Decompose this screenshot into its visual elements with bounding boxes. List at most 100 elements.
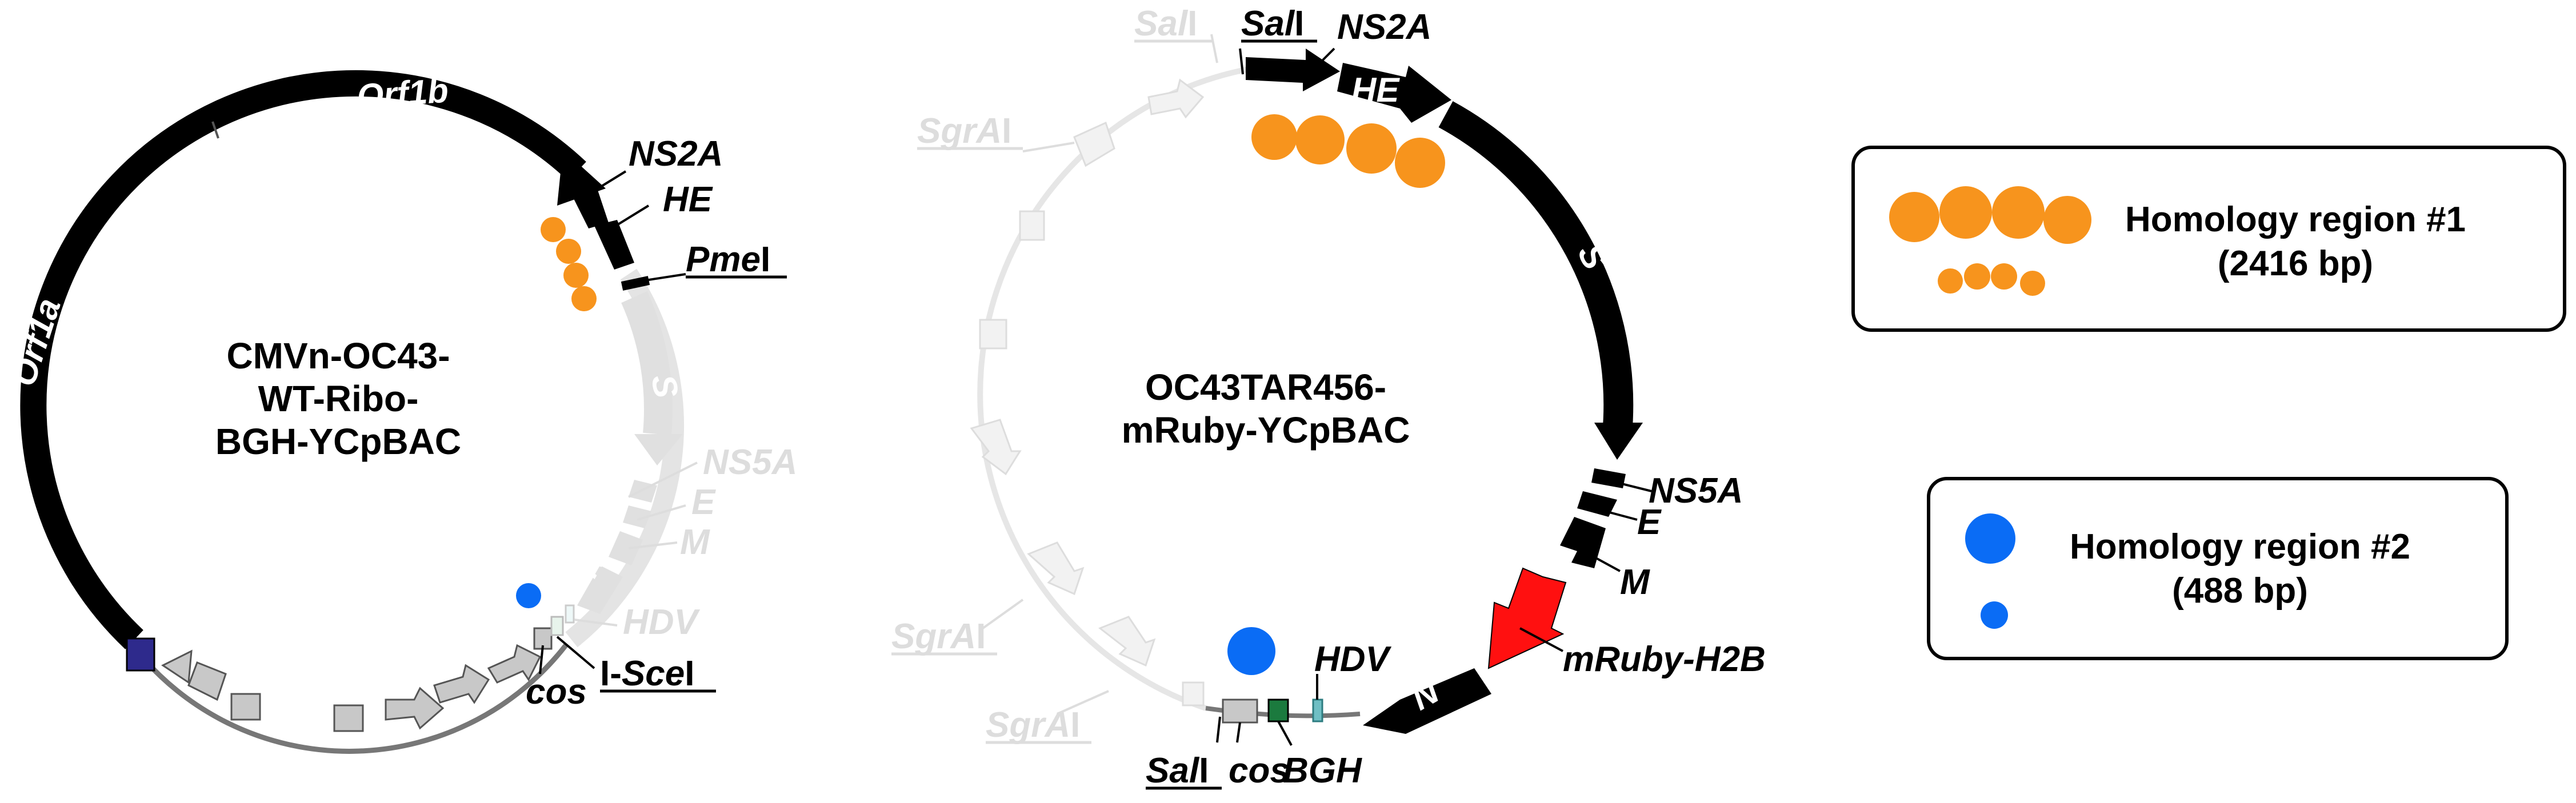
he-feature bbox=[1337, 63, 1451, 123]
cos-site-box bbox=[533, 627, 553, 650]
homology1-dot bbox=[1346, 123, 1397, 174]
legend-region-2-size: (488 bp) bbox=[2172, 571, 2308, 611]
legend-small-orange-dot bbox=[2020, 271, 2045, 296]
legend-region-1-size: (2416 bp) bbox=[2218, 244, 2373, 283]
backbone-arrow-1 bbox=[161, 649, 193, 684]
plasmid-1-name-line-2: WT-Ribo- bbox=[258, 378, 419, 419]
cos-site-box bbox=[1222, 698, 1258, 724]
sgrai2-label: SgrAI bbox=[891, 617, 986, 656]
sali-top-faint-leader bbox=[1210, 34, 1218, 63]
sali-top-leader bbox=[1239, 48, 1244, 75]
pmei-site-marker bbox=[621, 276, 650, 291]
scei-label-prefix: I- bbox=[600, 654, 622, 693]
legend-small-orange-dot bbox=[1991, 263, 2017, 290]
pmei-label: PmeI bbox=[686, 240, 770, 279]
faint-feature-2 bbox=[1073, 121, 1115, 167]
sali-top-italic: Sal bbox=[1241, 4, 1295, 43]
legend-small-orange-dot bbox=[1938, 268, 1963, 294]
backbone-feature-3 bbox=[230, 693, 261, 721]
he-label: HE bbox=[663, 180, 713, 219]
scei-leader bbox=[556, 636, 595, 669]
backbone-arrow-7 bbox=[487, 644, 542, 684]
sali-top-faint-italic: Sal bbox=[1134, 4, 1189, 43]
sgrai3-italic: SgrA bbox=[986, 705, 1070, 745]
faint-feature-7 bbox=[1098, 616, 1156, 667]
bgh-label: BGH bbox=[1283, 751, 1362, 790]
orf1b-label: Orf1b bbox=[355, 71, 449, 115]
backbone-feature-4 bbox=[333, 704, 364, 732]
mruby-leader bbox=[1519, 627, 1563, 652]
ns5a-label-faint: NS5A bbox=[703, 443, 797, 482]
legend-small-blue-dot bbox=[1981, 601, 2008, 629]
hdv-box-faint bbox=[565, 604, 575, 624]
homology2-dot bbox=[516, 583, 541, 608]
pmei-leader bbox=[648, 273, 686, 281]
ns2a-feature bbox=[1246, 49, 1340, 91]
plasmid-1-name-line-3: BGH-YCpBAC bbox=[215, 421, 461, 462]
ns5a-leader bbox=[1594, 476, 1652, 492]
sgrai2-roman: I bbox=[976, 617, 986, 656]
he-leader bbox=[610, 204, 650, 230]
s-feature-faint bbox=[621, 291, 673, 436]
sali-bottom-leader bbox=[1216, 716, 1221, 743]
n-feature bbox=[1363, 668, 1491, 734]
m-leader-faint bbox=[628, 541, 678, 549]
scei-label-italic: Sce bbox=[622, 654, 685, 693]
homology1-dot bbox=[556, 239, 581, 264]
legend-large-orange-dot bbox=[1939, 186, 1992, 239]
legend-small-orange-dot bbox=[1964, 263, 1990, 290]
n-feature-faint bbox=[577, 565, 623, 614]
homology1-dot bbox=[563, 263, 589, 288]
ns5a-feature-faint bbox=[629, 480, 657, 503]
sgrai3-roman: I bbox=[1070, 705, 1080, 745]
ns2a-label: NS2A bbox=[1337, 7, 1431, 47]
ns2a-leader bbox=[1319, 47, 1335, 64]
orf1a-label: Orf1a bbox=[4, 294, 68, 391]
m-feature-faint bbox=[609, 531, 643, 565]
scei-label: I-SceI bbox=[600, 654, 694, 693]
cos-leader bbox=[1236, 722, 1241, 743]
bgh-box bbox=[1267, 698, 1289, 722]
sali-top-roman: I bbox=[1294, 4, 1304, 43]
faint-feature-1 bbox=[1147, 78, 1205, 119]
sgrai1-roman: I bbox=[1002, 111, 1011, 151]
e-leader-faint bbox=[637, 504, 686, 521]
bgh-box-faint bbox=[550, 616, 564, 636]
pmei-label-roman: I bbox=[761, 240, 770, 279]
cmv-promoter-box bbox=[126, 637, 155, 672]
m-label-faint: M bbox=[680, 523, 710, 562]
faint-feature-4 bbox=[979, 319, 1007, 350]
m-leader bbox=[1588, 553, 1621, 572]
sali-bottom-roman: I bbox=[1199, 751, 1209, 790]
sgrai1-label: SgrAI bbox=[917, 111, 1011, 151]
backbone-arrow-6 bbox=[433, 664, 490, 704]
sgrai2-italic: SgrA bbox=[891, 617, 976, 656]
legend-large-orange-dot bbox=[1992, 186, 2045, 239]
s-arrowhead bbox=[1594, 423, 1643, 460]
e-label-faint: E bbox=[691, 483, 716, 522]
cos-label: cos bbox=[526, 672, 587, 712]
plasmid-1-backbone bbox=[135, 644, 568, 754]
homology1-dot bbox=[1251, 114, 1297, 160]
sali-top-faint-label: SalI bbox=[1134, 4, 1197, 43]
orf1a-orf1b-arc bbox=[20, 70, 586, 649]
he-feature bbox=[594, 220, 634, 270]
e-leader bbox=[1594, 507, 1638, 521]
sgrai2-leader bbox=[982, 599, 1024, 629]
orf1a-orf1b-divider bbox=[211, 121, 219, 139]
faint-feature-5 bbox=[970, 419, 1022, 476]
hdv-box bbox=[1312, 698, 1323, 722]
legend-box-region-2 bbox=[1927, 477, 2509, 660]
homology1-dot bbox=[1395, 138, 1445, 188]
he-label: HE bbox=[1351, 71, 1400, 109]
hdv-label: HDV bbox=[1314, 640, 1392, 679]
sgrai3-leader bbox=[1057, 690, 1109, 715]
ns5a-label: NS5A bbox=[1649, 471, 1743, 511]
homology1-dot bbox=[1295, 115, 1345, 164]
mruby-h2b-feature bbox=[1487, 567, 1567, 669]
scei-label-suffix: I bbox=[685, 654, 694, 693]
faint-feature-3 bbox=[1019, 210, 1045, 241]
sali-top-label: SalI bbox=[1241, 4, 1304, 43]
faint-feature-6 bbox=[1027, 541, 1085, 596]
plasmid-1-name-line-1: CMVn-OC43- bbox=[226, 335, 450, 376]
